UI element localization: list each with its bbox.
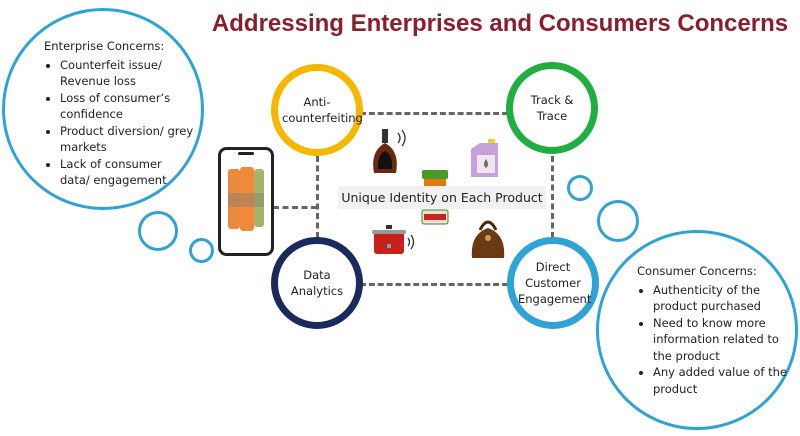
- pillar-track-trace: Track & Trace: [506, 62, 598, 154]
- pillar-label: Anti-counterfeiting: [282, 95, 363, 125]
- oil-can-icon: [471, 139, 498, 177]
- consumer-item: Need to know more information related to…: [653, 315, 787, 365]
- center-label: Unique Identity on Each Product: [338, 186, 546, 209]
- rice-cooker-icon: [372, 225, 415, 254]
- page-title: Addressing Enterprises and Consumers Con…: [211, 10, 789, 37]
- smartphone-scan-icon: [218, 147, 274, 256]
- thought-bubble-tiny: [567, 175, 593, 201]
- pillar-label: Data Analytics: [290, 268, 344, 298]
- sauce-bottle-icon: [373, 129, 406, 173]
- consumer-heading: Consumer Concerns:: [637, 264, 757, 278]
- enterprise-item: Counterfeit issue/ Revenue loss: [60, 57, 194, 90]
- connector-top: [360, 112, 508, 115]
- jar-icon: [422, 170, 448, 187]
- thought-bubble-tiny: [189, 238, 214, 263]
- thought-bubble-small: [597, 200, 639, 242]
- connector-phone: [273, 206, 317, 209]
- enterprise-concerns-bubble: [2, 8, 204, 210]
- pillar-label: Track & Trace: [530, 93, 574, 123]
- connector-bottom: [360, 283, 508, 286]
- pillar-data-analytics: Data Analytics: [271, 237, 363, 329]
- connector-right: [551, 156, 554, 238]
- enterprise-item: Loss of consumer’s confidence: [60, 90, 194, 123]
- thought-bubble-small: [138, 211, 178, 251]
- enterprise-item: Lack of consumer data/ engagement: [60, 156, 194, 189]
- enterprise-item: Product diversion/ grey markets: [60, 123, 194, 156]
- handbag-icon: [471, 220, 505, 258]
- consumer-concerns: Consumer Concerns: Authenticity of the p…: [637, 263, 787, 397]
- enterprise-concerns: Enterprise Concerns: Counterfeit issue/ …: [44, 38, 194, 189]
- consumer-concerns-bubble: [596, 230, 798, 430]
- can-icon: [421, 209, 449, 225]
- pillar-customer-engagement: Direct Customer Engagement: [507, 237, 599, 329]
- consumer-item: Authenticity of the product purchased: [653, 282, 787, 315]
- consumer-item: Any added value of the product: [653, 364, 787, 397]
- pillar-anti-counterfeiting: Anti-counterfeiting: [271, 64, 363, 156]
- pillar-label: Direct Customer Engagement: [518, 260, 592, 306]
- connector-left: [316, 156, 319, 238]
- enterprise-heading: Enterprise Concerns:: [44, 39, 165, 53]
